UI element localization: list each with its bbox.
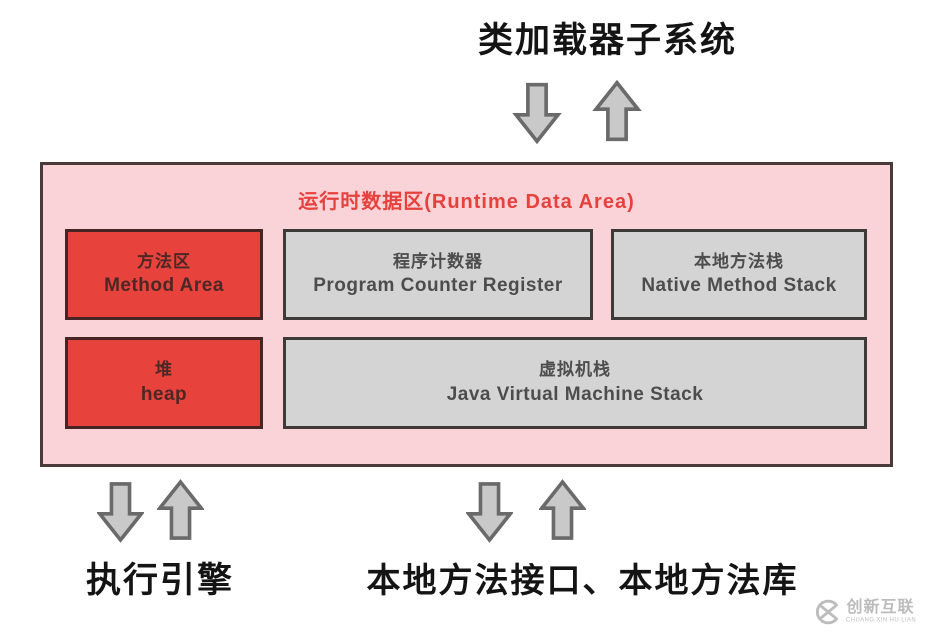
down-arrow-icon bbox=[514, 82, 560, 144]
block-method-area: 方法区 Method Area bbox=[65, 229, 263, 320]
execution-engine-label: 执行引擎 bbox=[85, 561, 234, 600]
runtime-data-area: 运行时数据区(Runtime Data Area) 方法区 Method Are… bbox=[40, 162, 893, 467]
block-native-method-stack: 本地方法栈 Native Method Stack bbox=[611, 229, 867, 320]
down-arrow-icon bbox=[466, 482, 513, 542]
watermark: 创新互联 CHUANG XIN HU LIAN bbox=[812, 597, 929, 627]
block-label-zh: 虚拟机栈 bbox=[539, 360, 611, 380]
class-loader-subsystem-label: 类加载器子系统 bbox=[477, 21, 737, 60]
up-arrow-icon bbox=[594, 80, 640, 142]
block-label-en: Java Virtual Machine Stack bbox=[446, 383, 704, 405]
block-label-en: Method Area bbox=[104, 275, 224, 297]
block-label-en: heap bbox=[140, 383, 188, 405]
native-method-interface-label: 本地方法接口、本地方法库 bbox=[366, 562, 799, 600]
chuangxin-logo-icon bbox=[816, 599, 839, 625]
runtime-data-area-title: 运行时数据区(Runtime Data Area) bbox=[298, 191, 635, 213]
block-label-zh: 程序计数器 bbox=[393, 251, 483, 271]
block-jvm-stack: 虚拟机栈 Java Virtual Machine Stack bbox=[283, 337, 867, 429]
watermark-name: 创新互联 bbox=[846, 598, 915, 616]
block-label-zh: 堆 bbox=[155, 360, 173, 380]
block-label-zh: 本地方法栈 bbox=[694, 251, 784, 271]
up-arrow-icon bbox=[157, 480, 204, 540]
up-arrow-icon bbox=[539, 480, 586, 540]
block-label-en: Program Counter Register bbox=[313, 275, 563, 297]
block-program-counter-register: 程序计数器 Program Counter Register bbox=[283, 229, 593, 320]
watermark-subtext: CHUANG XIN HU LIAN bbox=[846, 616, 917, 623]
down-arrow-icon bbox=[97, 482, 144, 542]
block-label-en: Native Method Stack bbox=[641, 275, 837, 297]
block-label-zh: 方法区 bbox=[137, 251, 191, 271]
block-heap: 堆 heap bbox=[65, 337, 263, 429]
